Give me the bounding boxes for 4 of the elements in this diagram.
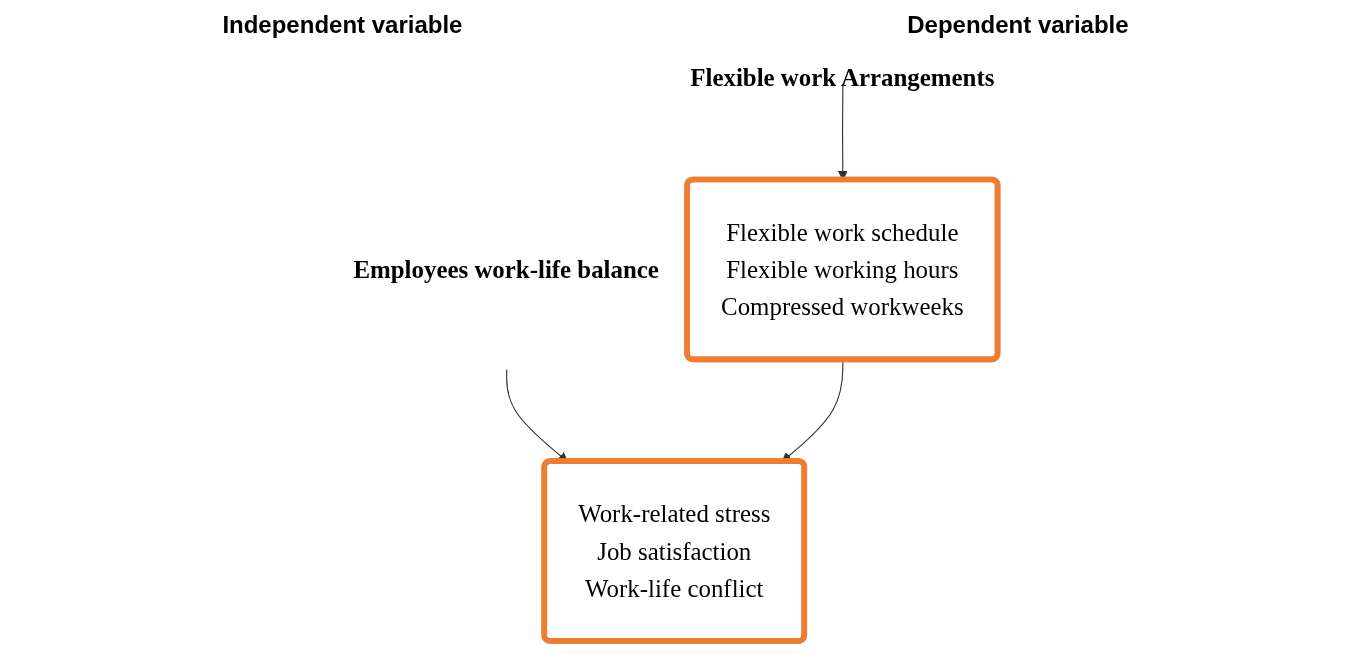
variable-heading: Dependent variable xyxy=(907,11,1129,39)
node-text: Employees work-life balance xyxy=(353,255,659,284)
node-text: Flexible work Arrangements xyxy=(690,63,995,92)
variable-heading: Independent variable xyxy=(222,11,463,39)
